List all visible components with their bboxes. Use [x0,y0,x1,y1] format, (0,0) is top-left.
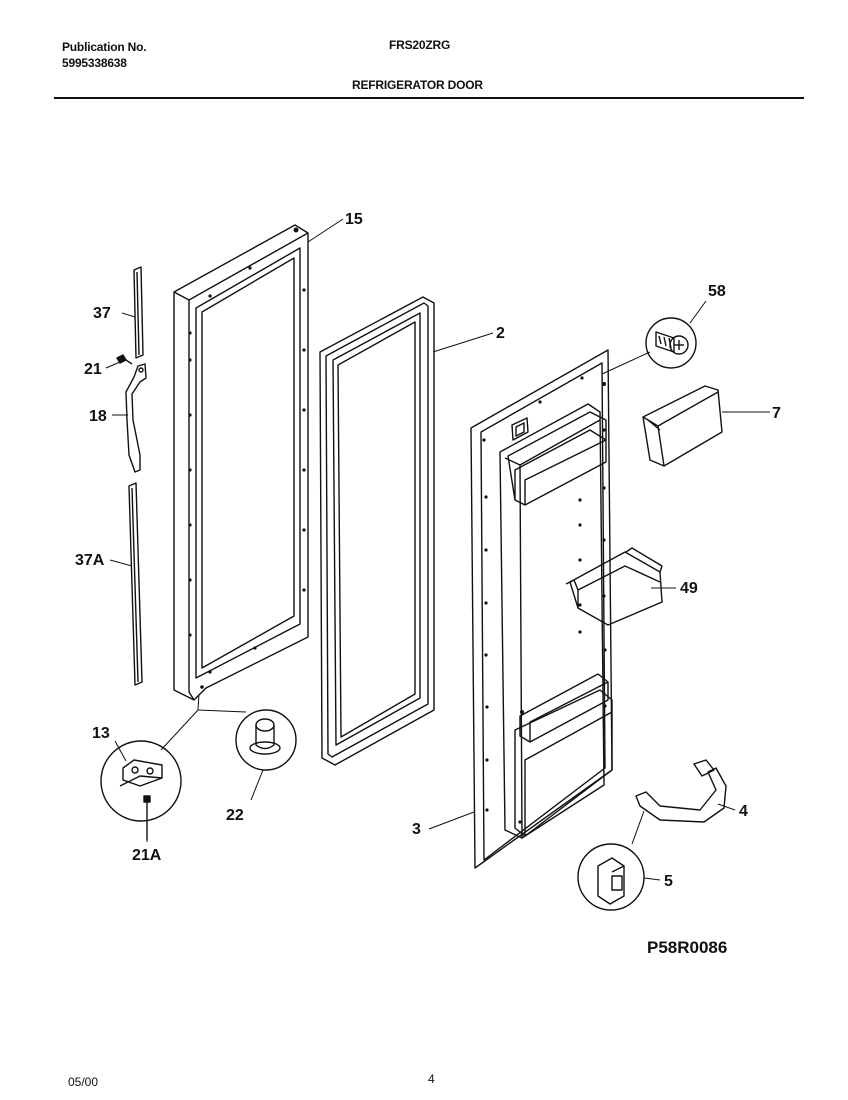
label-part-58: 58 [708,283,726,300]
part-49-door-bin [565,547,663,626]
label-part-4: 4 [739,803,748,820]
part-2-gasket [319,296,435,766]
part-37-strip [133,266,144,359]
label-part-15: 15 [345,211,363,228]
header-rule [54,97,804,99]
label-part-13: 13 [92,725,110,742]
part-37a-strip [128,482,143,686]
label-part-2: 2 [496,325,505,342]
label-part-7: 7 [772,405,781,422]
part-3-door-panel [470,349,613,869]
part-15-door-frame [173,224,309,701]
label-part-37a: 37A [75,552,105,569]
label-part-22: 22 [226,807,244,824]
part-58-screw-callout [645,317,697,369]
part-21-screw [116,354,133,365]
label-part-18: 18 [89,408,107,425]
page-number: 4 [428,1072,435,1086]
label-part-37: 37 [93,305,111,322]
part-7-dairy-door [642,385,723,467]
footer-date: 05/00 [68,1075,99,1089]
part-22-bushing-callout [235,709,297,771]
leader-lines [105,218,770,881]
part-5-end-cap-callout [577,843,645,911]
diagram-code: P58R0086 [647,938,727,957]
part-13-hinge-callout [100,740,182,822]
label-part-21: 21 [84,361,102,378]
part-18-bracket [125,363,147,473]
publication-label: Publication No. [62,40,147,54]
label-part-21a: 21A [132,847,162,864]
part-4-door-rail [635,759,727,823]
section-title: REFRIGERATOR DOOR [352,78,483,92]
label-part-3: 3 [412,821,421,838]
publication-number: 5995338638 [62,56,127,70]
model-number: FRS20ZRG [389,38,451,52]
label-part-49: 49 [680,580,698,597]
label-part-5: 5 [664,873,673,890]
part-21a-screw [143,795,151,840]
